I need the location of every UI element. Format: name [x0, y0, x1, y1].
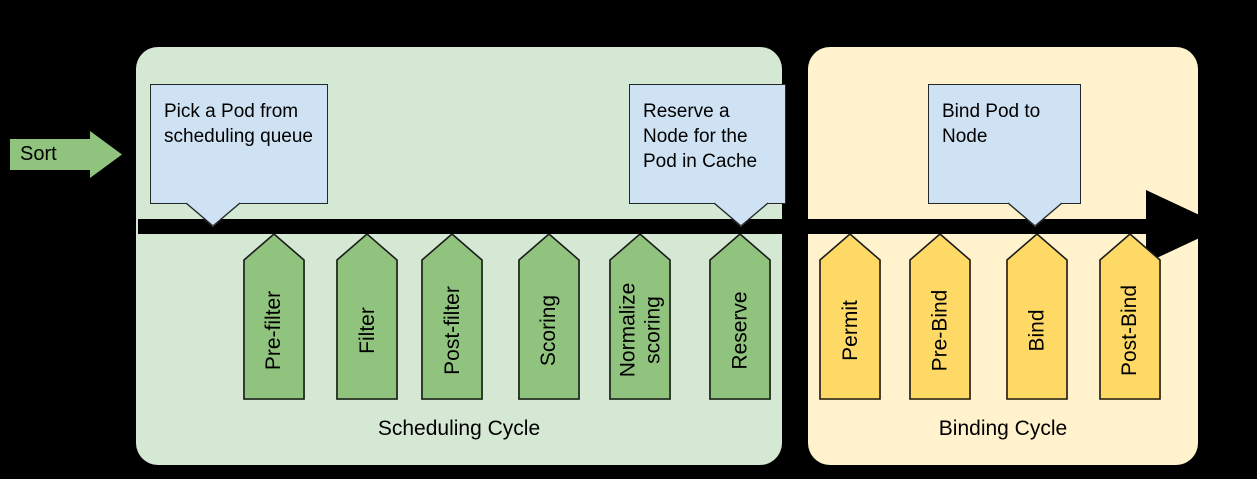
stage-arrow-label: Reserve: [728, 290, 752, 370]
stage-arrow-post-bind[interactable]: Post-Bind: [1099, 234, 1161, 400]
callout-tail-icon: [1007, 202, 1063, 227]
stage-arrow-label: Normalize scoring: [616, 282, 664, 378]
stage-arrow-label-wrap: Filter: [336, 260, 398, 400]
up-arrow-icon: [709, 234, 771, 400]
scheduling-cycle-title: Scheduling Cycle: [377, 417, 541, 440]
callout-reserve-node: Reserve a Node for the Pod in Cache: [629, 84, 786, 227]
stage-arrow-outline: [909, 234, 971, 400]
stage-arrow-label: Post-filter: [440, 285, 464, 375]
stage-arrow-normalize-scoring[interactable]: Normalize scoring: [609, 234, 671, 400]
stage-arrow-label: Pre-Bind: [928, 289, 952, 371]
sort-stage-arrow[interactable]: Sort: [10, 131, 122, 178]
callout-bind-pod: Bind Pod to Node: [928, 84, 1081, 227]
callout-text: Reserve a Node for the Pod in Cache: [629, 84, 786, 204]
callout-tail-icon: [713, 202, 769, 227]
stage-arrow-outline: [709, 234, 771, 400]
callout-text: Bind Pod to Node: [928, 84, 1081, 204]
callout-tail-icon: [185, 202, 241, 227]
stage-arrow-label-wrap: Normalize scoring: [609, 260, 671, 400]
callout-text: Pick a Pod from scheduling queue: [150, 84, 328, 204]
up-arrow-icon: [909, 234, 971, 400]
up-arrow-icon: [336, 234, 398, 400]
up-arrow-icon: [819, 234, 881, 400]
stage-arrow-outline: [518, 234, 580, 400]
up-arrow-icon: [243, 234, 305, 400]
stage-arrow-filter[interactable]: Filter: [336, 234, 398, 400]
up-arrow-icon: [421, 234, 483, 400]
stage-arrow-bind[interactable]: Bind: [1006, 234, 1068, 400]
stage-arrow-outline: [1099, 234, 1161, 400]
stage-arrow-label-wrap: Reserve: [709, 260, 771, 400]
stage-arrow-outline: [421, 234, 483, 400]
stage-arrow-label-wrap: Post-Bind: [1099, 260, 1161, 400]
stage-arrow-label-wrap: Pre-filter: [243, 260, 305, 400]
stage-arrow-outline: [819, 234, 881, 400]
stage-arrow-outline: [609, 234, 671, 400]
stage-arrow-reserve[interactable]: Reserve: [709, 234, 771, 400]
sort-stage-label: Sort: [20, 143, 57, 165]
binding-cycle-title: Binding Cycle: [938, 417, 1068, 440]
stage-arrow-label: Post-Bind: [1118, 284, 1142, 376]
stage-arrow-label: Bind: [1025, 308, 1049, 352]
stage-arrow-label: Filter: [355, 306, 379, 354]
stage-arrow-label-wrap: Pre-Bind: [909, 260, 971, 400]
stage-arrow-pre-bind[interactable]: Pre-Bind: [909, 234, 971, 400]
stage-arrow-label-wrap: Post-filter: [421, 260, 483, 400]
up-arrow-icon: [1099, 234, 1161, 400]
stage-arrow-post-filter[interactable]: Post-filter: [421, 234, 483, 400]
stage-arrow-outline: [1006, 234, 1068, 400]
stage-arrow-label: Pre-filter: [262, 290, 286, 370]
stage-arrow-permit[interactable]: Permit: [819, 234, 881, 400]
callout-pick-pod: Pick a Pod from scheduling queue: [150, 84, 328, 227]
up-arrow-icon: [1006, 234, 1068, 400]
stage-arrow-label-wrap: Bind: [1006, 260, 1068, 400]
stage-arrow-label: Permit: [838, 299, 862, 361]
stage-arrow-outline: [336, 234, 398, 400]
stage-arrow-label: Scoring: [537, 294, 561, 366]
stage-arrow-scoring[interactable]: Scoring: [518, 234, 580, 400]
stage-arrow-label-wrap: Permit: [819, 260, 881, 400]
stage-arrow-pre-filter[interactable]: Pre-filter: [243, 234, 305, 400]
up-arrow-icon: [609, 234, 671, 400]
stage-arrow-label-wrap: Scoring: [518, 260, 580, 400]
up-arrow-icon: [518, 234, 580, 400]
stage-arrow-outline: [243, 234, 305, 400]
pipeline-bar: [138, 219, 1164, 234]
